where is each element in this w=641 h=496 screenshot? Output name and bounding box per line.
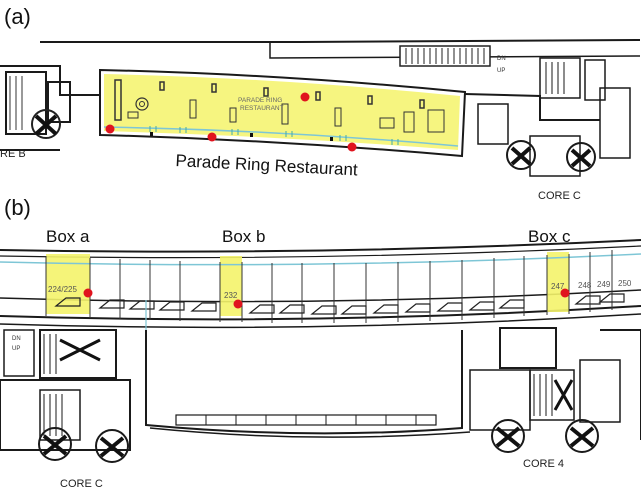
- room-label-line1: PARADE RING: [238, 97, 282, 104]
- central-atrium: [145, 300, 471, 438]
- room-number-250: 250: [618, 279, 632, 288]
- core-c-label-bottom: CORE C: [60, 478, 103, 490]
- room-number-b: 232: [224, 291, 238, 300]
- stair-up-label-a: UP: [497, 68, 505, 74]
- glazing-line-b: [0, 253, 641, 266]
- box-b-label: Box b: [222, 227, 266, 246]
- panel-b-label: (b): [4, 195, 31, 220]
- stair-dn-label-a: DN: [497, 56, 506, 62]
- panel-a-interior: [103, 79, 459, 147]
- sensor-dot: [347, 142, 357, 152]
- core-4-bottom: [469, 327, 641, 453]
- sensor-dot: [83, 288, 93, 298]
- sensor-dot: [560, 288, 570, 298]
- core-4-label: CORE 4: [523, 458, 564, 470]
- sensor-dot: [105, 124, 115, 134]
- box-c-label: Box c: [528, 227, 571, 246]
- sensor-dot: [233, 299, 243, 309]
- stair-dn-label-b: DN: [12, 336, 21, 342]
- box-a-label: Box a: [46, 227, 90, 246]
- core-c-bottom: [0, 329, 131, 463]
- sensor-dot: [300, 92, 310, 102]
- core-b-label: RE B: [0, 148, 26, 160]
- sensor-markers-a: [105, 92, 357, 152]
- room-number-a: 224/225: [48, 285, 77, 294]
- room-label-line2: RESTAURANT: [240, 105, 284, 112]
- room-number-248: 248: [578, 281, 592, 290]
- box-partitions: [45, 250, 613, 323]
- panel-a-label: (a): [4, 4, 31, 29]
- sensor-dot: [207, 132, 217, 142]
- room-number-249: 249: [597, 280, 611, 289]
- sensor-markers-b: [83, 288, 570, 309]
- core-c-top: [464, 57, 631, 177]
- room-number-c: 247: [551, 282, 565, 291]
- seat-row: [54, 293, 625, 315]
- core-c-label-top: CORE C: [538, 190, 581, 202]
- stair-up-label-b: UP: [12, 346, 20, 352]
